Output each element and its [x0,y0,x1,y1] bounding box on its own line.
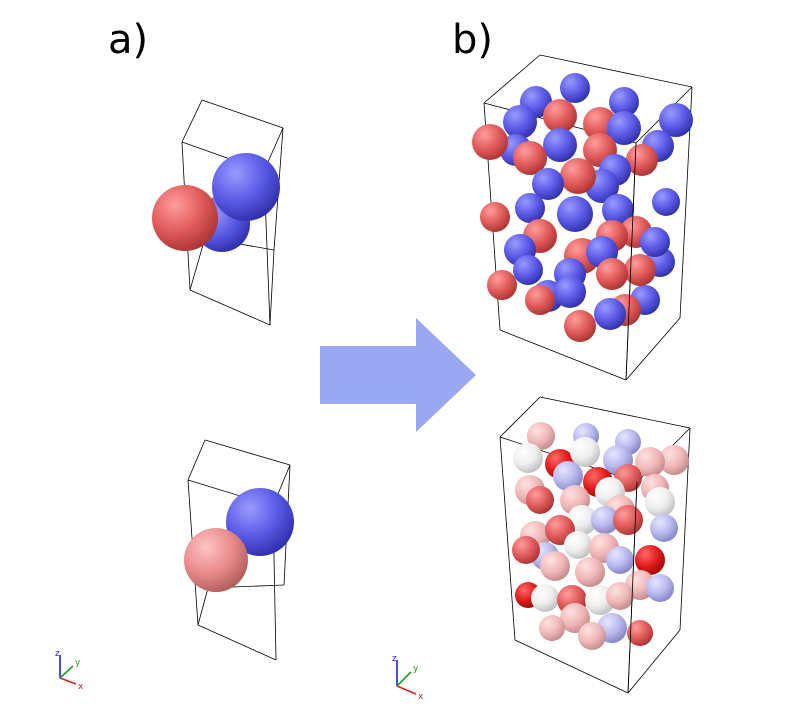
atom-blue [602,194,634,226]
atom-red [487,270,517,300]
axis-x-line [396,685,417,695]
atom-blue [607,111,641,145]
atom-dred [635,545,665,575]
atom-blue [554,276,586,308]
atom-red [596,258,628,290]
atom-pink [606,582,634,610]
atom-red [472,124,508,160]
atom-pink [527,422,555,450]
axis-triad-b: z y x [392,654,424,702]
atom-pink [540,551,570,581]
axis-z-label: z [392,654,397,664]
atom-blue [609,87,639,117]
atom-blue [503,105,537,139]
axis-x-label: x [78,682,84,692]
atom-salmon [184,528,248,592]
atoms-a-top [152,153,280,252]
atom-white [513,443,543,473]
atom-blue [659,103,693,137]
panel-label-a: a) [108,17,149,63]
atoms-b-bottom [512,422,689,650]
atom-red [564,310,596,342]
panel-label-b: b) [452,17,493,63]
atom-blue [532,168,564,200]
atom-blue [557,196,593,232]
atom-red [626,144,658,176]
atom-blue [513,255,543,285]
atom-red [513,141,547,175]
atom-blue [515,193,545,223]
axis-z-label: z [55,649,60,659]
atom-red [480,202,510,232]
atom-white [564,531,592,559]
atom-blue [594,298,626,330]
axis-x-label: x [418,692,424,702]
axis-y-line [59,665,74,679]
axis-y-line [396,671,412,687]
atom-pink [560,603,590,633]
atoms-b-top [472,73,693,342]
transition-arrow [320,318,476,432]
atom-pblue [553,461,583,491]
atom-pink [578,622,606,650]
supercell-b-bottom-front [627,481,638,694]
axis-x-line [59,677,77,685]
atom-blue [212,153,280,221]
atom-pink [539,615,565,641]
atom-blue [560,73,590,103]
atom-red [613,505,643,535]
atom-white [570,437,600,467]
atom-blue [543,128,577,162]
axis-y-label: y [413,664,419,674]
atom-white [531,584,559,612]
atom-red [624,254,656,286]
atom-pink [659,445,689,475]
atom-blue [652,188,680,216]
atom-white [645,487,675,517]
atom-blue [226,488,294,556]
axis-y-label: y [75,658,81,668]
supercell-b-top-front [625,142,637,381]
atom-pblue [646,574,674,602]
atom-pink [635,447,665,477]
atom-red [560,158,596,194]
atoms-a-bottom [184,488,294,592]
atom-pblue [591,506,619,534]
atom-red [526,486,554,514]
atom-red [543,99,577,133]
atom-red [152,185,218,251]
atom-red [627,620,653,646]
atom-pblue [650,514,678,542]
atom-pink [575,557,605,587]
atom-blue [640,227,670,257]
atom-red [512,536,540,564]
atom-red [525,285,555,315]
atom-pblue [606,546,634,574]
axis-triad-a: z y x [55,649,84,692]
